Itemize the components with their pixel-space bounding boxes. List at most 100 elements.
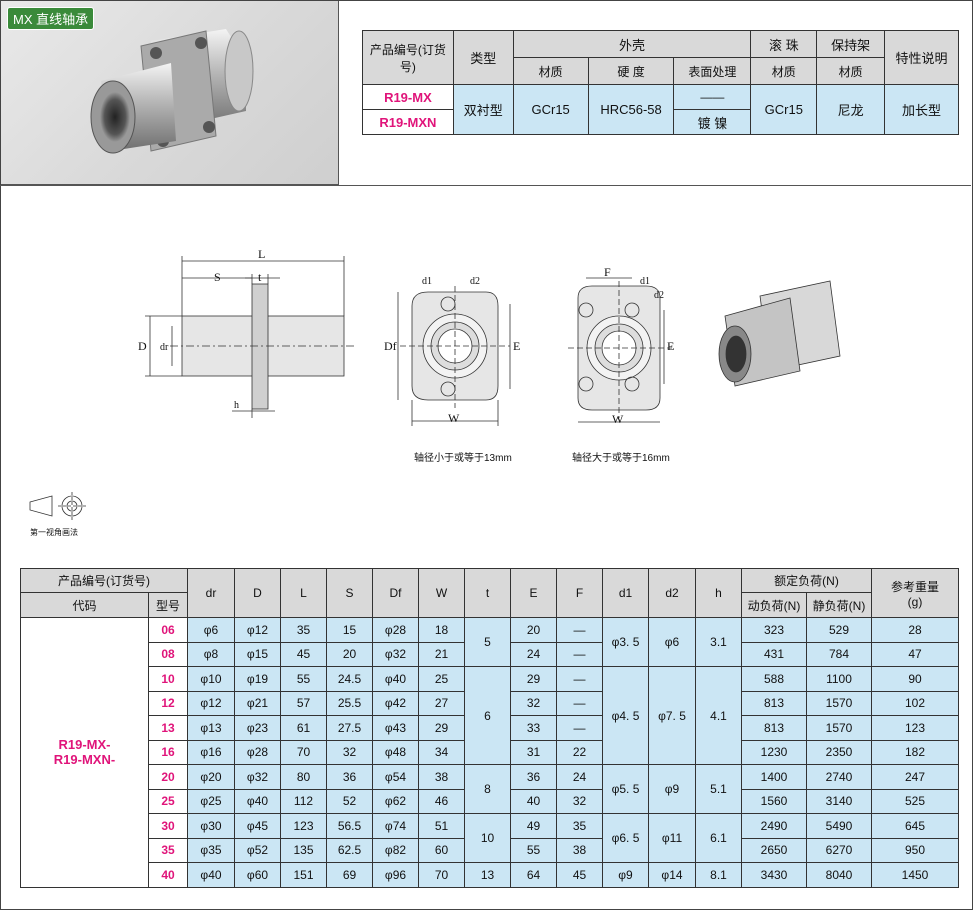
cell-static-load: 529 — [806, 617, 872, 643]
spec-table: 产品编号(订货号) dr D L S Df W t E F d1 d2 h 额定… — [20, 568, 959, 888]
cell-s: 52 — [326, 788, 373, 814]
h-d2: d2 — [648, 568, 696, 618]
dim-S: S — [214, 270, 221, 284]
cell-d2: φ11 — [648, 813, 696, 863]
cell-dynamic-load: 2490 — [741, 813, 807, 839]
cell-dr: φ8 — [187, 641, 235, 667]
cell-d: φ12 — [234, 617, 281, 643]
cell-w: 46 — [418, 788, 465, 814]
cell-dr: φ13 — [187, 715, 235, 741]
cell-e: 33 — [510, 715, 557, 741]
cell-df: φ32 — [372, 641, 419, 667]
cell-weight: 102 — [871, 690, 959, 716]
cell-s: 62.5 — [326, 837, 373, 863]
cell-d2: φ14 — [648, 862, 696, 888]
cell-dynamic-load: 1400 — [741, 764, 807, 790]
cell-static-load: 3140 — [806, 788, 872, 814]
material-value: GCr15 — [512, 84, 589, 135]
cell-static-load: 5490 — [806, 813, 872, 839]
cell-f: 24 — [556, 764, 603, 790]
product-photo-panel: MX 直线轴承 — [1, 1, 339, 185]
cell-t: 5 — [464, 617, 511, 667]
code-label-mxn: R19-MXN- — [53, 752, 116, 768]
code-labels: R19-MX-R19-MXN- — [20, 617, 149, 888]
ball-value: GCr15 — [750, 84, 818, 135]
projection-label: 第一视角画法 — [30, 528, 78, 537]
cell-e: 55 — [510, 837, 557, 863]
cell-s: 20 — [326, 641, 373, 667]
cell-l: 45 — [280, 641, 327, 667]
h-surface: 表面处理 — [673, 57, 752, 85]
cell-s: 36 — [326, 764, 373, 790]
cell-df: φ48 — [372, 739, 419, 765]
cell-f: 32 — [556, 788, 603, 814]
cell-dynamic-load: 588 — [741, 666, 807, 692]
model-cell: 06 — [148, 617, 188, 643]
cell-dr: φ6 — [187, 617, 235, 643]
cell-f: 22 — [556, 739, 603, 765]
cell-f: — — [556, 715, 603, 741]
cell-e: 40 — [510, 788, 557, 814]
model-cell: 35 — [148, 837, 188, 863]
cell-d1: φ3. 5 — [602, 617, 649, 667]
cell-s: 69 — [326, 862, 373, 888]
cell-weight: 525 — [871, 788, 959, 814]
cell-d: φ23 — [234, 715, 281, 741]
h-d1: d1 — [602, 568, 649, 618]
cell-s: 24.5 — [326, 666, 373, 692]
cell-dr: φ40 — [187, 862, 235, 888]
cell-weight: 950 — [871, 837, 959, 863]
technical-drawing: L S t D dr h Df E W d1 d2 F d1 d2 E W — [29, 247, 841, 520]
h-cage-material: 材质 — [816, 57, 886, 85]
cell-w: 60 — [418, 837, 465, 863]
cell-weight: 28 — [871, 617, 959, 643]
cell-t: 13 — [464, 862, 511, 888]
cell-e: 36 — [510, 764, 557, 790]
cell-w: 18 — [418, 617, 465, 643]
cell-dynamic-load: 813 — [741, 715, 807, 741]
cell-df: φ42 — [372, 690, 419, 716]
cell-d2: φ9 — [648, 764, 696, 814]
dim-D: D — [138, 339, 147, 353]
h-rated-load: 额定负荷(N) — [741, 568, 872, 593]
model-cell: 12 — [148, 690, 188, 716]
cell-l: 135 — [280, 837, 327, 863]
cell-d1: φ6. 5 — [602, 813, 649, 863]
cell-d2: φ6 — [648, 617, 696, 667]
caption-large-shaft: 轴径大于或等于16mm — [572, 453, 670, 464]
cell-s: 15 — [326, 617, 373, 643]
h-W: W — [418, 568, 465, 618]
cell-s: 25.5 — [326, 690, 373, 716]
cell-d1: φ9 — [602, 862, 649, 888]
cell-f: — — [556, 690, 603, 716]
cell-static-load: 784 — [806, 641, 872, 667]
cell-static-load: 6270 — [806, 837, 872, 863]
h-dynamic: 动负荷(N) — [741, 592, 807, 618]
h-type: 类型 — [452, 30, 514, 85]
h-static: 静负荷(N) — [806, 592, 872, 618]
cell-l: 57 — [280, 690, 327, 716]
cell-e: 24 — [510, 641, 557, 667]
cell-w: 27 — [418, 690, 465, 716]
cell-s: 56.5 — [326, 813, 373, 839]
cell-dr: φ30 — [187, 813, 235, 839]
cell-static-load: 2350 — [806, 739, 872, 765]
dim-Df: Df — [384, 339, 397, 353]
dim-W-small: W — [448, 411, 460, 425]
cell-d1: φ5. 5 — [602, 764, 649, 814]
h-L: L — [280, 568, 327, 618]
cell-s: 27.5 — [326, 715, 373, 741]
cell-weight: 182 — [871, 739, 959, 765]
cell-l: 112 — [280, 788, 327, 814]
cell-f: 38 — [556, 837, 603, 863]
cell-e: 32 — [510, 690, 557, 716]
cell-df: φ54 — [372, 764, 419, 790]
material-table: 产品编号(订货号) 类型 外壳 滚 珠 保持架 特性说明 材质 硬 度 表面处理… — [362, 30, 959, 135]
cell-dynamic-load: 431 — [741, 641, 807, 667]
dim-d2-large: d2 — [654, 290, 664, 301]
model-cell: 13 — [148, 715, 188, 741]
